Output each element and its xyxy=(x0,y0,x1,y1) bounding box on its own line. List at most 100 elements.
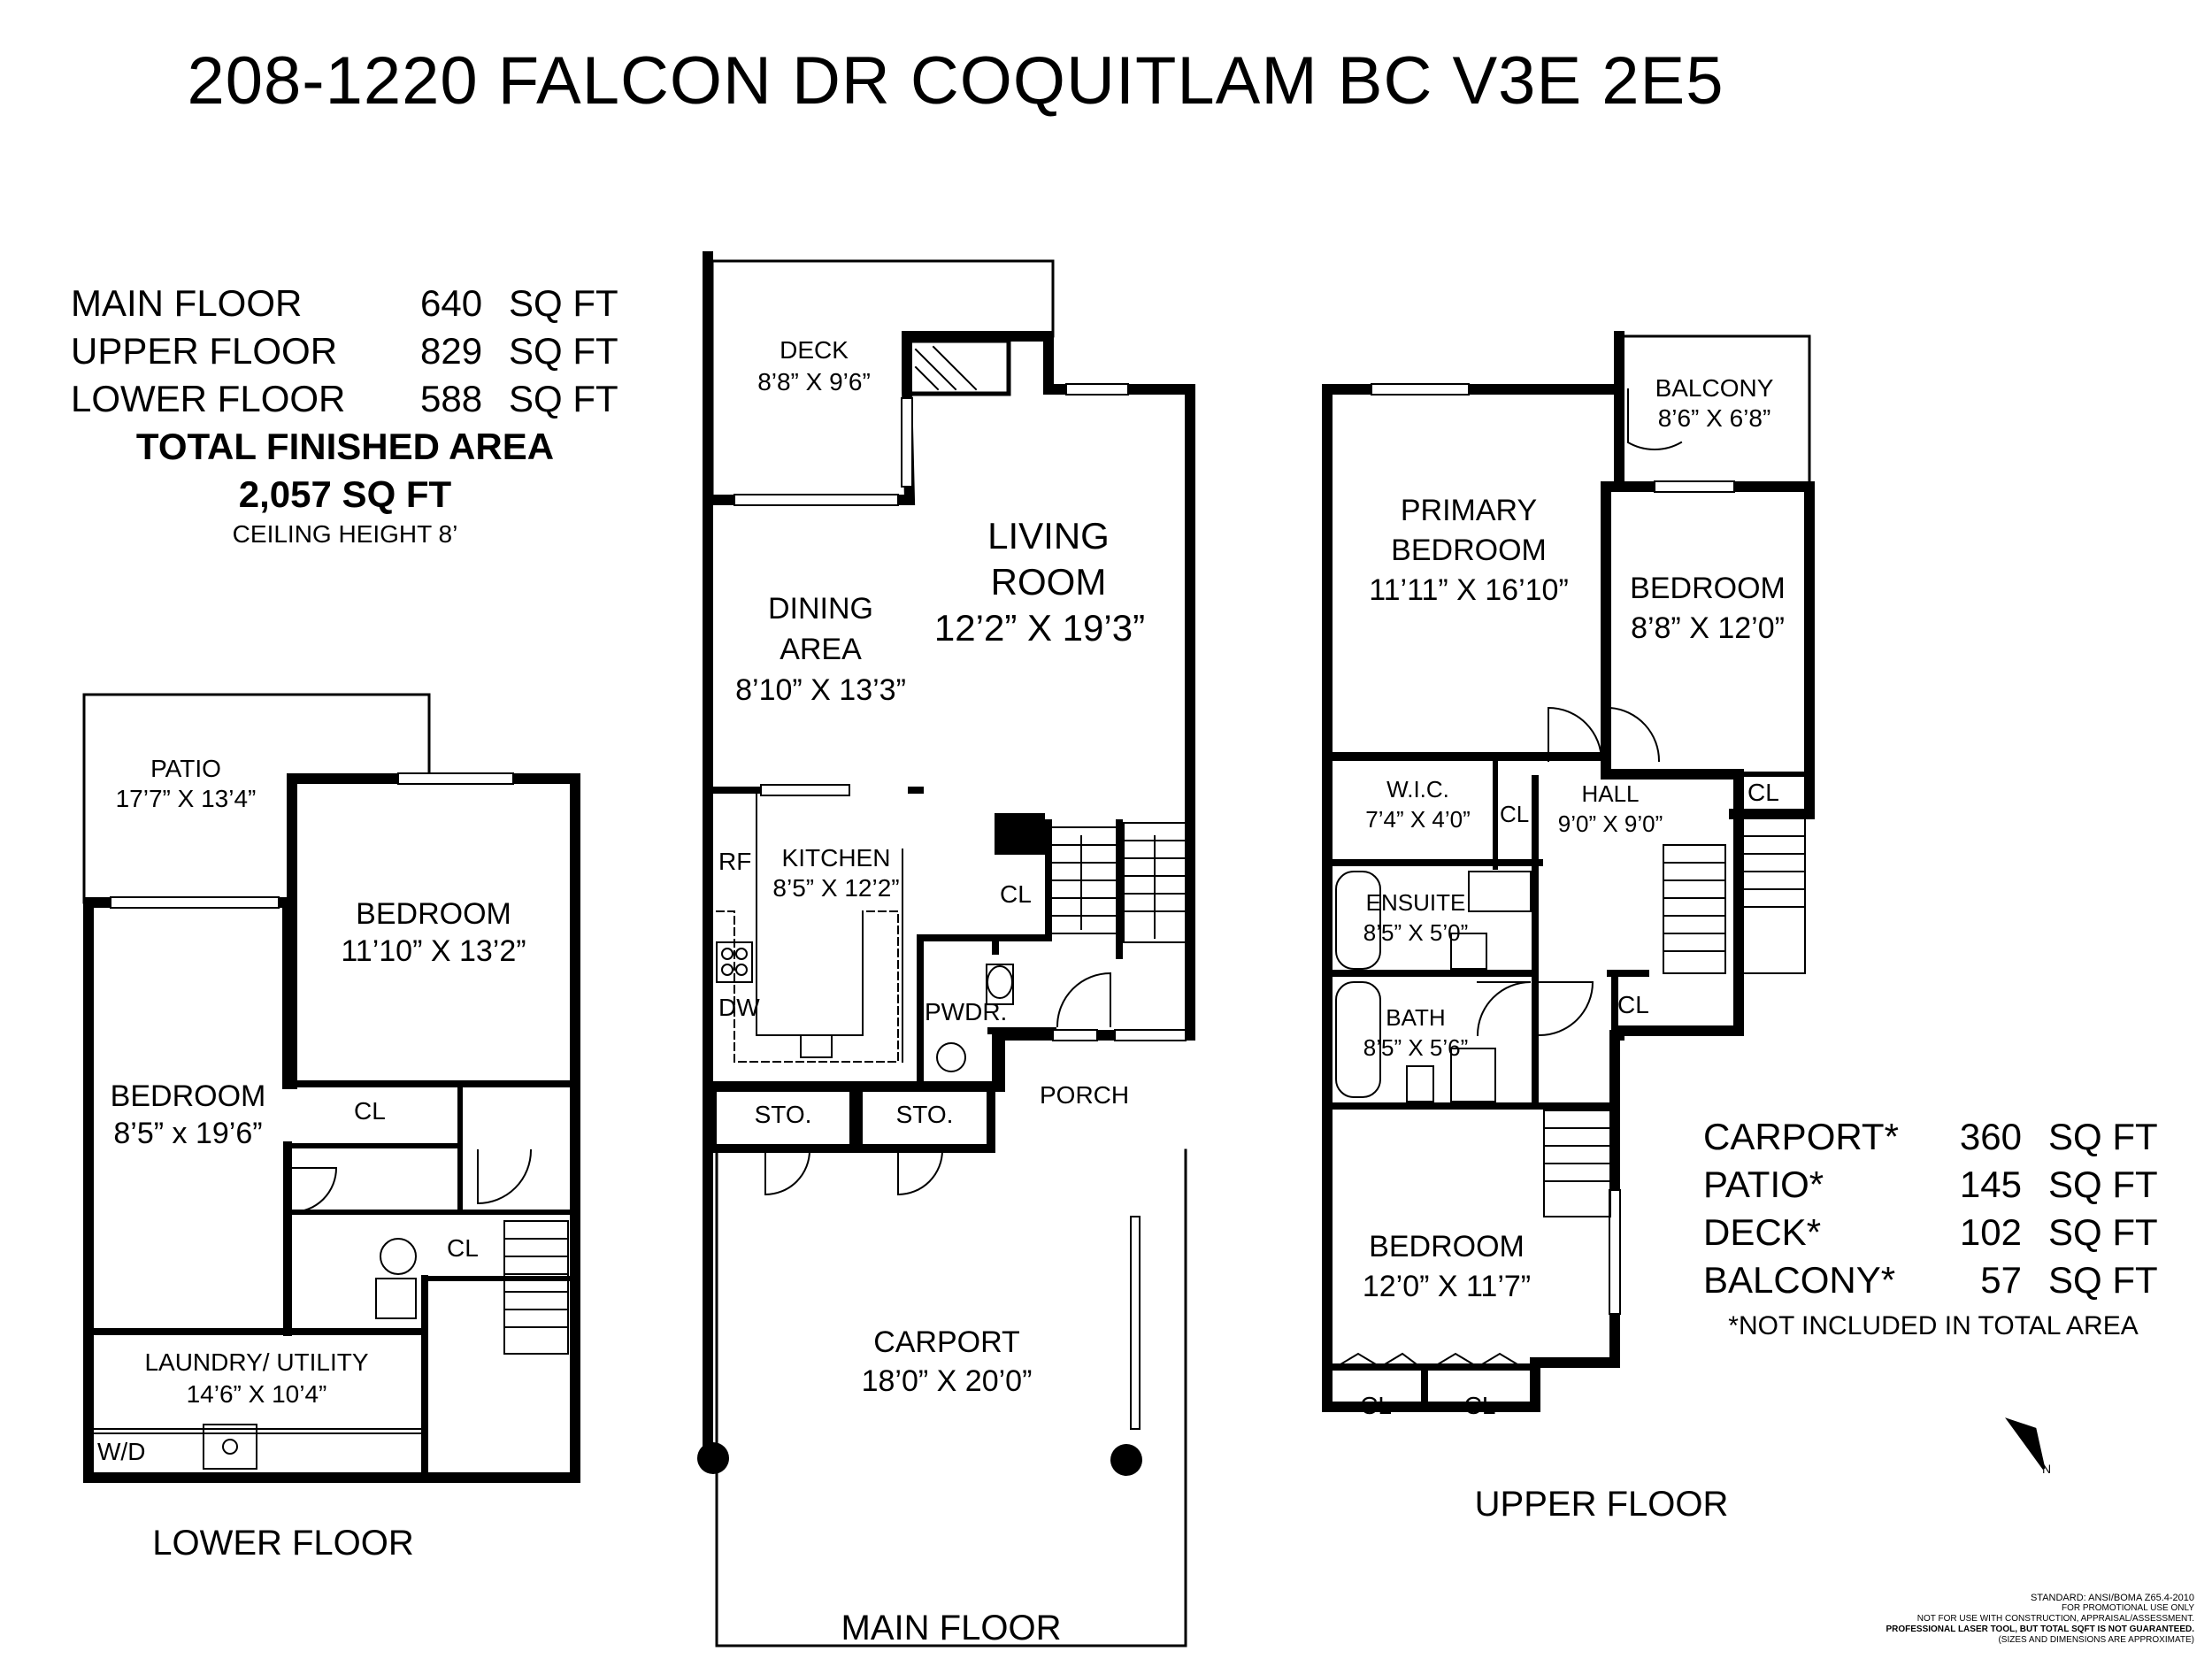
closet-label: CL xyxy=(1463,1392,1496,1419)
storage-label: STO. xyxy=(895,1101,954,1128)
extra-name: CARPORT* xyxy=(1703,1116,1899,1157)
closet-label: CL xyxy=(1617,991,1649,1018)
room-bedroom: BEDROOM 12’0” X 11’7” xyxy=(1336,1227,1557,1307)
room-dimensions: 8’10” X 13’3” xyxy=(735,673,906,707)
room-name: ENSUITE xyxy=(1365,889,1466,916)
extra-value: 145 xyxy=(1959,1164,2022,1205)
area-name: LOWER FLOOR xyxy=(71,378,346,419)
room-dimensions: 8’5” X 5’6” xyxy=(1363,1034,1469,1061)
closet-label: CL xyxy=(1747,779,1779,806)
room-name: LAUNDRY/ UTILITY xyxy=(144,1348,369,1376)
room-name: BATH xyxy=(1386,1004,1446,1031)
room-dimensions: 12’2” X 19’3” xyxy=(933,607,1146,649)
room-dimensions: 18’0” X 20’0” xyxy=(861,1364,1033,1398)
room-dimensions: 8’5” x 19’6” xyxy=(113,1117,263,1150)
room-name: BEDROOM xyxy=(356,897,511,931)
area-unit: SQ FT xyxy=(509,330,618,372)
room-dimensions: 7’4” X 4’0” xyxy=(1365,806,1471,833)
room-name: BALCONY xyxy=(1655,374,1774,402)
closet-label: CL xyxy=(1500,801,1530,827)
porch-label: PORCH xyxy=(1040,1081,1130,1109)
refrigerator-label: RF xyxy=(718,848,752,875)
closet-label: CL xyxy=(447,1234,479,1262)
disclaimer-line: PROFESSIONAL LASER TOOL, BUT TOTAL SQFT … xyxy=(1886,1624,2194,1634)
extra-unit: SQ FT xyxy=(2048,1116,2158,1157)
room-name: BEDROOM xyxy=(1630,572,1786,605)
room-name: DECK xyxy=(780,336,849,364)
room-primary-bedroom: PRIMARY BEDROOM 11’11” X 16’10” xyxy=(1336,491,1601,611)
storage-label: STO. xyxy=(754,1101,812,1128)
upper-floor-label: UPPER FLOOR xyxy=(1474,1485,1729,1524)
lower-floor-label: LOWER FLOOR xyxy=(152,1524,414,1563)
extras-note: *NOT INCLUDED IN TOTAL AREA xyxy=(1728,1311,2139,1340)
closet-label: CL xyxy=(1360,1392,1392,1419)
room-name: PATIO xyxy=(150,755,221,782)
closet-label: CL xyxy=(1000,880,1032,908)
room-name: HALL xyxy=(1581,780,1640,807)
room-dimensions: 8’6” X 6’8” xyxy=(1657,404,1771,432)
page-title: 208-1220 FALCON DR COQUITLAM BC V3E 2E5 xyxy=(187,43,1724,119)
room-name: W.I.C. xyxy=(1386,776,1449,803)
room-name: PRIMARY BEDROOM xyxy=(1391,494,1547,567)
area-name: MAIN FLOOR xyxy=(71,282,303,324)
room-deck: DECK 8’8” X 9’6” xyxy=(726,334,902,398)
room-wic: W.I.C. 7’4” X 4’0” xyxy=(1345,774,1491,834)
room-name: CARPORT xyxy=(873,1325,1020,1359)
room-dimensions: 11’11” X 16’10” xyxy=(1369,573,1569,607)
room-dimensions: 17’7” X 13’4” xyxy=(115,785,257,812)
room-name: DINING AREA xyxy=(768,592,873,666)
closet-label: CL xyxy=(354,1097,386,1125)
washer-dryer-label: W/D xyxy=(97,1438,146,1465)
extra-value: 102 xyxy=(1959,1211,2022,1253)
room-name: BEDROOM xyxy=(1369,1230,1525,1263)
extras-summary: CARPORT* 360 SQ FT PATIO* 145 SQ FT DECK… xyxy=(1703,1113,2181,1343)
extra-value: 360 xyxy=(1959,1116,2022,1157)
upper-floor-plan xyxy=(1322,331,1815,1412)
total-area-value: 2,057 SQ FT xyxy=(238,473,452,515)
extra-name: PATIO* xyxy=(1703,1164,1824,1205)
area-unit: SQ FT xyxy=(509,282,618,324)
room-hall: HALL 9’0” X 9’0” xyxy=(1544,779,1677,839)
disclaimer-line: (SIZES AND DIMENSIONS ARE APPROXIMATE) xyxy=(1998,1635,2194,1645)
room-dimensions: 12’0” X 11’7” xyxy=(1362,1270,1532,1303)
extra-name: DECK* xyxy=(1703,1211,1822,1253)
dishwasher-label: DW xyxy=(718,994,760,1021)
room-bedroom: BEDROOM 11’10” X 13’2” xyxy=(310,895,557,970)
area-summary: MAIN FLOOR 640 SQ FT UPPER FLOOR 829 SQ … xyxy=(71,280,655,548)
ceiling-height: CEILING HEIGHT 8’ xyxy=(232,520,458,548)
main-floor-plan xyxy=(697,251,1195,1647)
extra-unit: SQ FT xyxy=(2048,1164,2158,1205)
room-dimensions: 8’5” X 12’2” xyxy=(772,874,900,902)
room-bedroom: BEDROOM 8’5” x 19’6” xyxy=(88,1078,288,1152)
powder-room-label: PWDR. xyxy=(925,998,1008,1025)
disclaimer-line: FOR PROMOTIONAL USE ONLY xyxy=(2061,1603,2194,1613)
room-dimensions: 14’6” X 10’4” xyxy=(186,1380,327,1408)
area-value: 640 xyxy=(420,282,483,324)
room-bath: BATH 8’5” X 5’6” xyxy=(1336,1002,1495,1063)
disclaimer-line: NOT FOR USE WITH CONSTRUCTION, APPRAISAL… xyxy=(1916,1614,2194,1624)
main-floor-label: MAIN FLOOR xyxy=(841,1609,1062,1647)
lower-floor-plan xyxy=(82,693,580,1483)
area-name: UPPER FLOOR xyxy=(71,330,338,372)
disclaimer: STANDARD: ANSI/BOMA Z65.4-2010 FOR PROMO… xyxy=(1840,1593,2194,1646)
room-balcony: BALCONY 8’6” X 6’8” xyxy=(1624,373,1805,434)
room-dimensions: 9’0” X 9’0” xyxy=(1557,810,1663,837)
room-dimensions: 8’5” X 5’0” xyxy=(1363,919,1469,946)
disclaimer-line: STANDARD: ANSI/BOMA Z65.4-2010 xyxy=(2030,1593,2194,1603)
extra-unit: SQ FT xyxy=(2048,1211,2158,1253)
north-label: N xyxy=(2042,1462,2052,1476)
room-dimensions: 8’8” X 9’6” xyxy=(757,368,871,396)
room-dimensions: 8’8” X 12’0” xyxy=(1631,611,1785,645)
room-name: KITCHEN xyxy=(781,844,891,872)
extra-value: 57 xyxy=(1980,1259,2022,1301)
room-name: LIVING ROOM xyxy=(987,515,1110,603)
area-value: 588 xyxy=(420,378,483,419)
room-kitchen: KITCHEN 8’5” X 12’2” xyxy=(761,843,911,903)
area-unit: SQ FT xyxy=(509,378,618,419)
extra-name: BALCONY* xyxy=(1703,1259,1896,1301)
room-name: BEDROOM xyxy=(110,1079,266,1113)
room-dining: DINING AREA 8’10” X 13’3” xyxy=(721,588,920,710)
room-laundry: LAUNDRY/ UTILITY 14’6” X 10’4” xyxy=(97,1347,416,1410)
room-bedroom: BEDROOM 8’8” X 12’0” xyxy=(1610,569,1805,649)
